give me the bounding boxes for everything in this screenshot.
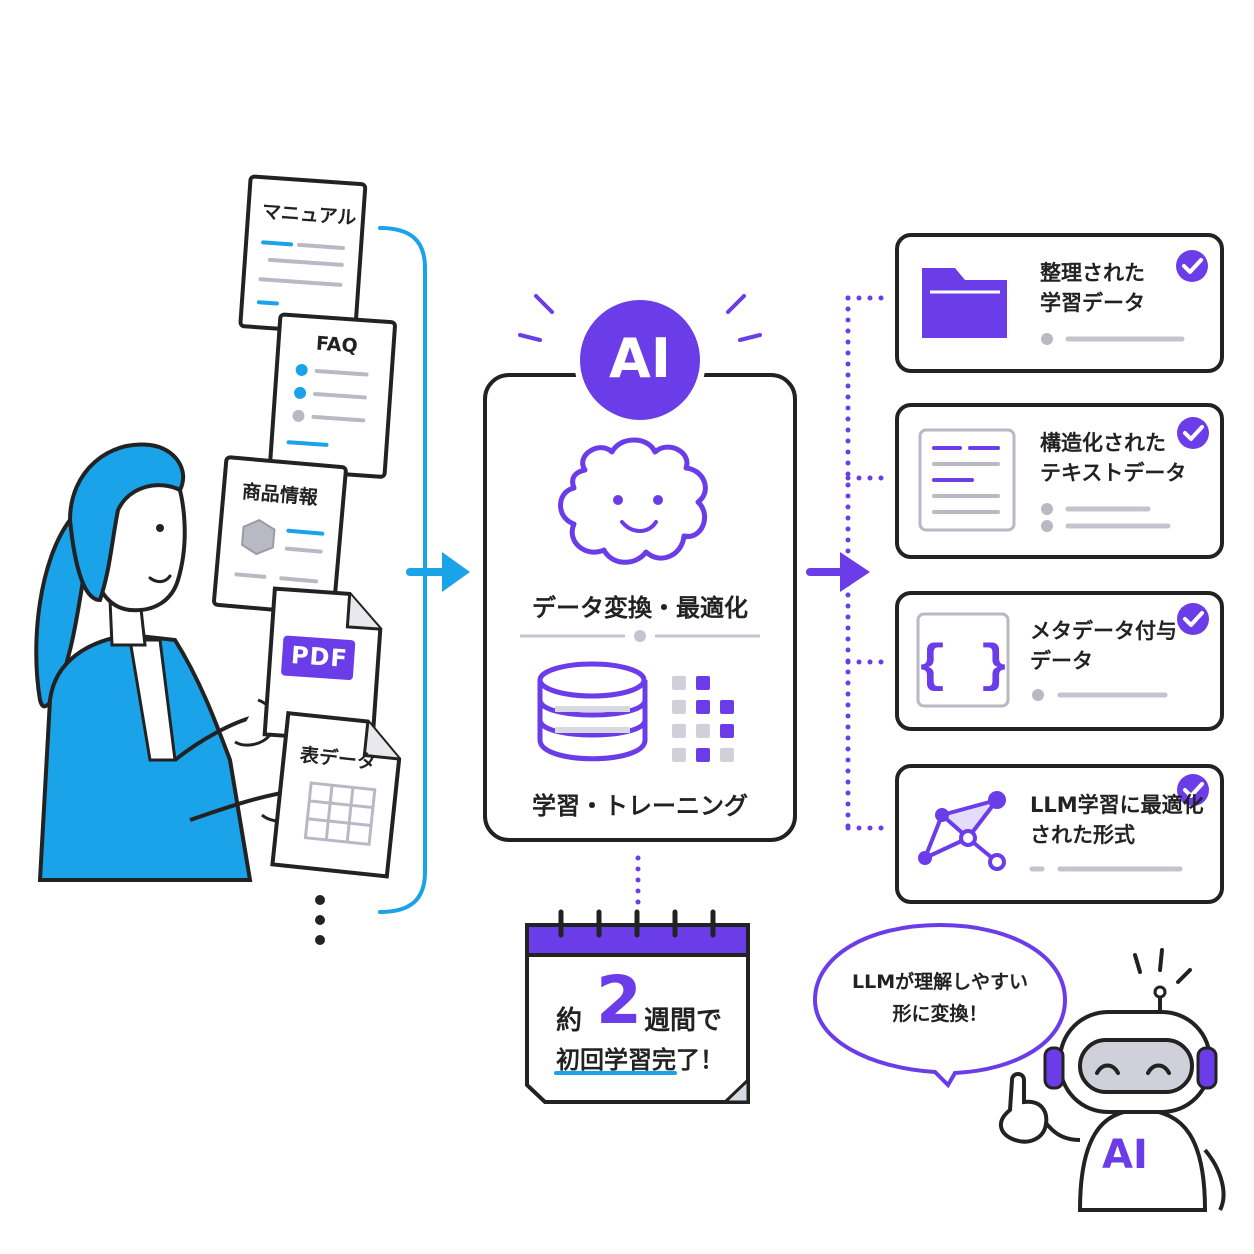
ai-badge-label: AI xyxy=(609,327,671,390)
curly-braces-icon: { } xyxy=(916,637,1010,696)
output-card-2-text: 構造化された テキストデータ xyxy=(1040,428,1186,488)
database-icon xyxy=(537,661,648,762)
vertical-ellipsis-icon xyxy=(315,895,325,945)
calendar-icon xyxy=(525,909,750,1104)
ai-sparkle-rays xyxy=(518,294,762,342)
output-connector-dots xyxy=(845,295,887,831)
output-card-2-line1: 構造化された xyxy=(1040,431,1166,455)
processor-divider-dot xyxy=(634,630,646,642)
card2-progress-dot-1 xyxy=(1041,503,1053,515)
pdf-file-icon xyxy=(262,586,383,744)
calendar-prefix: 約 xyxy=(556,1006,583,1036)
data-grid-icon xyxy=(672,676,734,762)
curly-braces-frame xyxy=(916,612,1010,708)
calendar-suffix: 週間で xyxy=(644,1006,723,1036)
card3-progress-dot xyxy=(1032,689,1044,701)
robot-mascot-icon xyxy=(999,948,1226,1212)
output-card-3-text: メタデータ付与 データ xyxy=(1030,616,1177,676)
output-card-1-line2: 学習データ xyxy=(1040,291,1145,315)
document-label-pdf: PDF xyxy=(290,641,349,673)
processor-step-training: 学習・トレーニング xyxy=(532,792,748,820)
speech-bubble-line2: 形に変換！ xyxy=(892,1003,988,1025)
calendar-number: 2 xyxy=(596,962,642,1039)
check-mark xyxy=(1183,782,1204,798)
output-card-4-text: LLM学習に最適化 された形式 xyxy=(1030,790,1204,850)
calendar-subtitle: 初回学習完了！ xyxy=(556,1046,724,1074)
document-label-faq: FAQ xyxy=(315,332,359,358)
check-circle-icon xyxy=(1177,774,1209,806)
check-mark xyxy=(1183,425,1204,441)
smiling-brain-icon xyxy=(558,437,708,565)
processor-step-transform: データ変換・最適化 xyxy=(532,594,748,622)
output-arrow-icon xyxy=(806,552,870,592)
robot-label: AI xyxy=(1102,1132,1148,1178)
folder-icon xyxy=(922,268,1007,338)
output-card-3-line1: メタデータ付与 xyxy=(1030,619,1177,643)
output-card-2-line2: テキストデータ xyxy=(1040,461,1187,485)
check-circle-icon xyxy=(1177,417,1209,449)
check-circle-icon xyxy=(1176,250,1208,282)
output-card-4-line2: された形式 xyxy=(1030,823,1135,847)
check-circle-icon xyxy=(1177,603,1209,635)
text-document-icon xyxy=(918,428,1016,532)
output-card-1-line1: 整理された xyxy=(1040,261,1145,285)
input-arrow-icon xyxy=(406,552,470,592)
network-graph-icon xyxy=(918,791,1006,871)
speech-bubble xyxy=(812,922,1068,1089)
output-card-3-line2: データ xyxy=(1030,649,1093,673)
ai-badge xyxy=(574,294,706,426)
speech-bubble-text: LLMが理解しやすい 形に変換！ xyxy=(830,966,1050,1030)
output-card-1-text: 整理された 学習データ xyxy=(1040,258,1145,318)
card1-progress-dot xyxy=(1041,333,1053,345)
check-mark xyxy=(1182,258,1203,274)
card2-progress-dot-2 xyxy=(1041,520,1053,532)
check-mark xyxy=(1183,611,1204,627)
output-card-4-line1: LLM学習に最適化 xyxy=(1030,793,1204,817)
manual-document-icon xyxy=(238,174,368,336)
speech-bubble-line1: LLMが理解しやすい xyxy=(852,971,1028,993)
table-data-file-icon xyxy=(270,710,402,879)
